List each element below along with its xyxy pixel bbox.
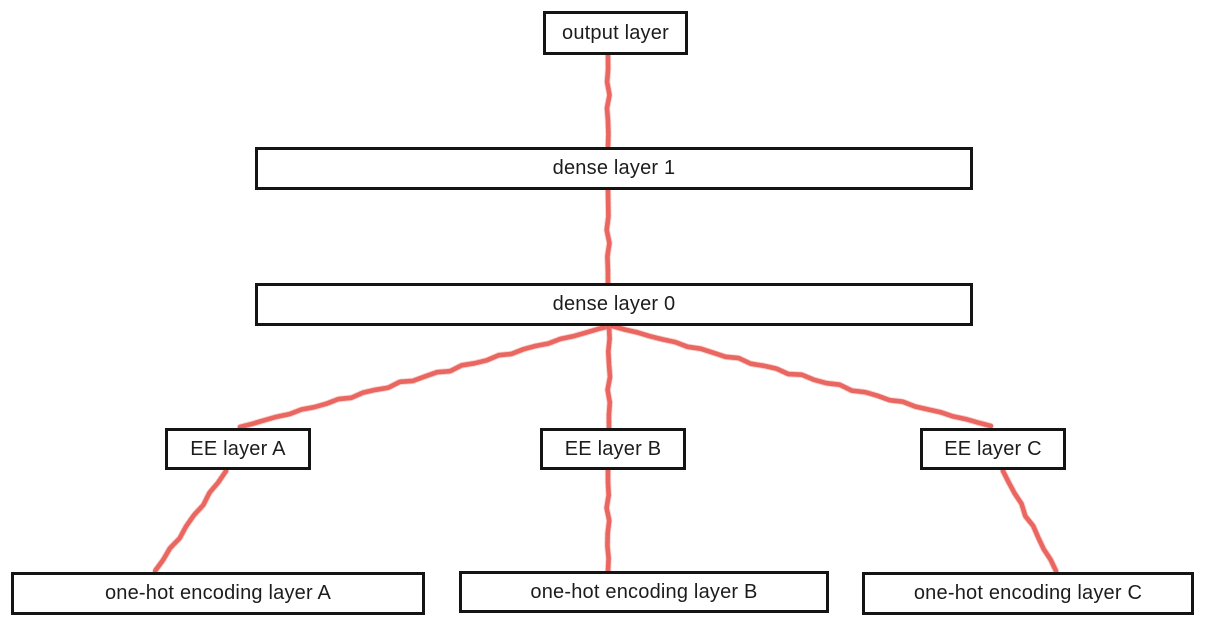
- edge-eeC-ohC: [1000, 468, 1059, 574]
- edge-dense0-eeC: [609, 323, 994, 429]
- edge-eeB-ohB: [604, 467, 612, 574]
- edge-output-dense1: [604, 53, 612, 150]
- node-label: output layer: [562, 21, 669, 44]
- node-label: one-hot encoding layer B: [530, 580, 758, 603]
- node-ee-layer-c: EE layer C: [920, 428, 1066, 470]
- node-one-hot-encoding-layer-b: one-hot encoding layer B: [459, 571, 829, 613]
- node-one-hot-encoding-layer-c: one-hot encoding layer C: [862, 572, 1194, 615]
- node-label: dense layer 1: [552, 157, 676, 179]
- node-label: EE layer A: [190, 437, 286, 460]
- node-output-layer: output layer: [543, 11, 688, 55]
- node-label: EE layer B: [564, 437, 662, 460]
- node-ee-layer-b: EE layer B: [540, 428, 686, 470]
- node-dense-layer-0: dense layer 0: [255, 283, 973, 326]
- edge-dense1-dense0: [604, 187, 612, 286]
- node-dense-layer-1: dense layer 1: [255, 147, 973, 190]
- node-label: dense layer 0: [552, 293, 676, 315]
- node-label: one-hot encoding layer A: [104, 582, 332, 604]
- node-label: EE layer C: [944, 437, 1042, 460]
- node-one-hot-encoding-layer-a: one-hot encoding layer A: [11, 572, 425, 615]
- edge-eeA-ohA: [152, 468, 229, 574]
- edge-dense0-eeA: [237, 323, 613, 430]
- edge-dense0-eeB: [605, 323, 613, 431]
- node-ee-layer-a: EE layer A: [165, 428, 311, 470]
- node-label: one-hot encoding layer C: [913, 582, 1143, 604]
